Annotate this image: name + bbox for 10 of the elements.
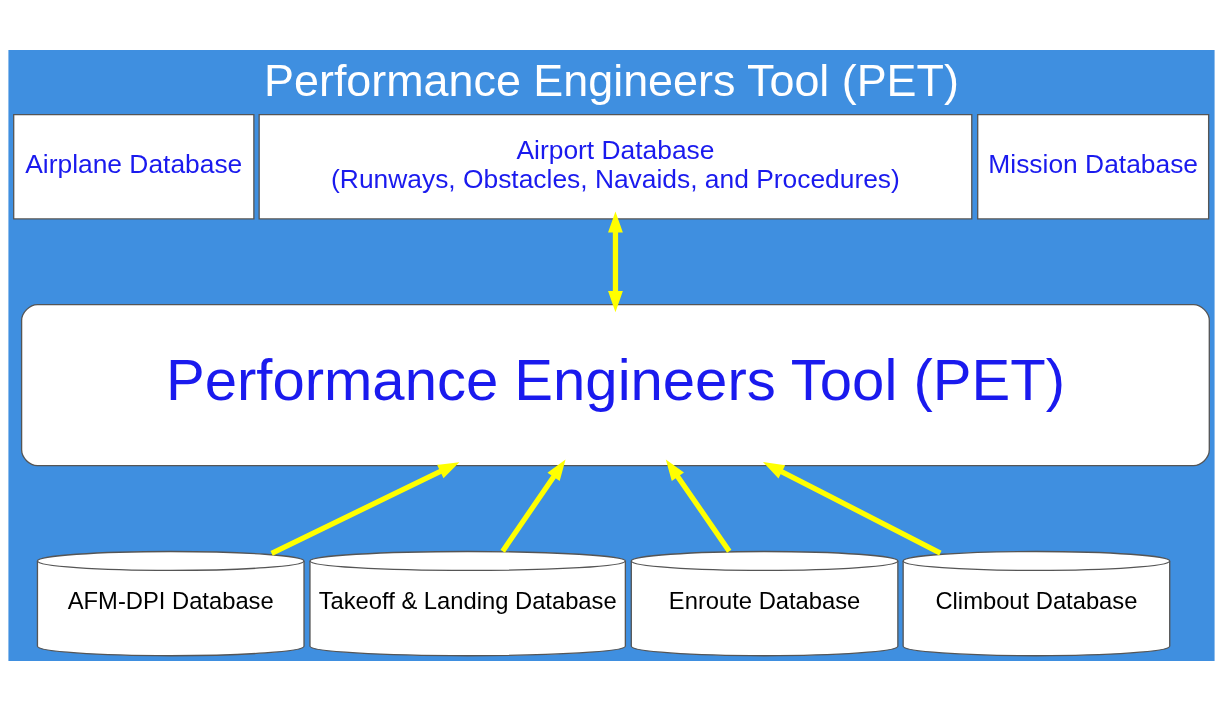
node-box: Performance Engineers Tool (PET) xyxy=(20,304,1210,467)
node-box: Airplane Database xyxy=(13,114,255,220)
arrow xyxy=(665,459,732,553)
arrow xyxy=(608,211,623,313)
arrow xyxy=(270,462,460,556)
arrow xyxy=(763,462,942,556)
diagram-title: Performance Engineers Tool (PET) xyxy=(264,55,959,107)
node-box: Airport Database (Runways, Obstacles, Navaids, and Procedures) xyxy=(258,114,973,220)
arrow xyxy=(500,459,566,553)
node-box: Mission Database xyxy=(977,114,1210,220)
